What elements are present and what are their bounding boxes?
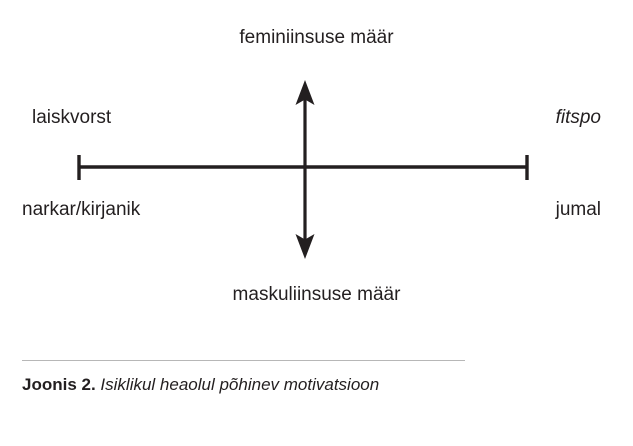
quadrant-label-top-left: laiskvorst [32, 107, 112, 128]
vertical-axis-bottom-title: maskuliinsuse määr [232, 284, 401, 305]
vertical-axis-down-arrowhead [295, 234, 315, 259]
quadrant-label-bottom-right: jumal [555, 199, 601, 220]
quadrant-label-bottom-left: narkar/kirjanik [22, 199, 141, 220]
vertical-axis-top-title: feminiinsuse määr [239, 27, 394, 48]
vertical-axis-up-arrowhead [295, 80, 315, 105]
figure-caption-text: Isiklikul heaolul põhinev motivatsioon [100, 375, 380, 394]
caption-divider [22, 360, 465, 361]
figure-caption-number: Joonis 2. [22, 375, 96, 394]
quadrant-label-top-right: fitspo [555, 107, 601, 128]
figure-caption: Joonis 2. Isiklikul heaolul põhinev moti… [22, 375, 379, 395]
